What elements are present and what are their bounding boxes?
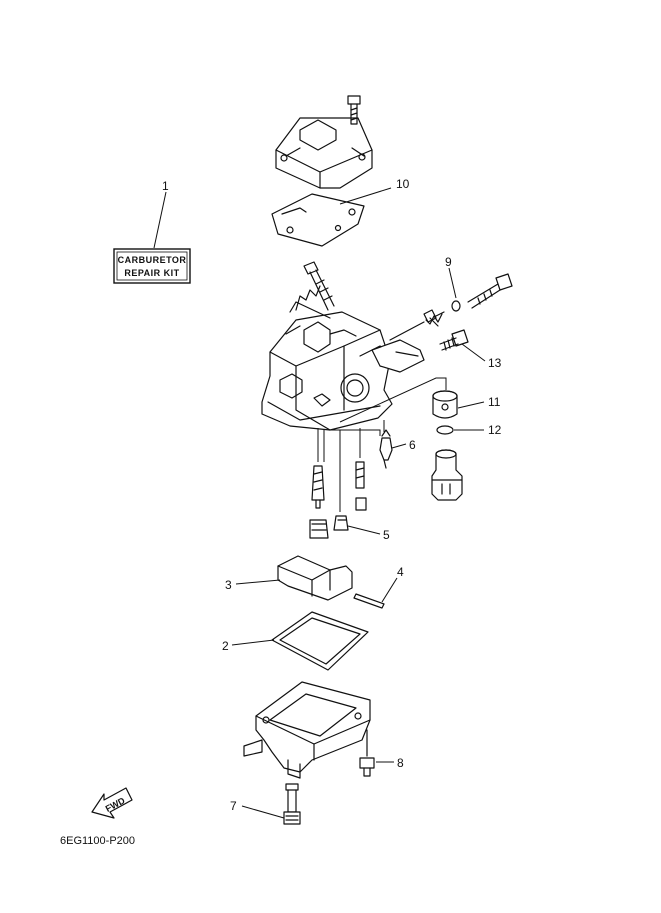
callout-2: 2 — [222, 639, 229, 653]
carburetor-body — [261, 285, 425, 431]
throttle-stop-screw — [389, 309, 445, 341]
part-9-oring — [451, 300, 461, 312]
part-12-oring — [436, 425, 454, 435]
callout-11: 11 — [488, 395, 501, 409]
main-jet-short — [355, 461, 365, 489]
repair-kit-line2: REPAIR KIT — [124, 268, 179, 278]
small-jet — [355, 497, 367, 511]
part-5-jet — [333, 515, 349, 531]
callout-1: 1 — [162, 179, 169, 193]
part-2-gasket — [271, 611, 369, 671]
callout-9: 9 — [445, 255, 452, 269]
part-11-collar — [432, 390, 458, 419]
main-nozzle — [431, 449, 463, 501]
top-cover — [275, 117, 373, 189]
part-4-float-pin — [353, 593, 385, 609]
repair-kit-line1: CARBURETOR — [118, 255, 187, 265]
assembly-leaders — [317, 377, 447, 512]
callout-5: 5 — [383, 528, 390, 542]
choke-screw — [303, 261, 335, 311]
part-3-float — [277, 555, 353, 601]
callout-10: 10 — [396, 177, 410, 191]
float-chamber — [243, 681, 371, 779]
fwd-arrow-icon: FWD — [91, 787, 133, 819]
callout-7: 7 — [230, 799, 237, 813]
top-cover-screw — [347, 95, 361, 125]
part-13-screw — [439, 329, 469, 351]
callout-12: 12 — [488, 423, 502, 437]
callout-leaders — [153, 187, 486, 819]
callout-6: 6 — [409, 438, 416, 452]
repair-kit-box: CARBURETOR REPAIR KIT — [113, 248, 191, 284]
diagram-code: 6EG1100-P200 — [60, 835, 135, 847]
top-gasket — [271, 193, 365, 247]
callout-3: 3 — [225, 578, 232, 592]
callout-numbers: 1 10 9 13 11 12 6 5 4 3 2 8 7 — [162, 177, 502, 813]
part-8-screw — [359, 729, 375, 777]
callout-4: 4 — [397, 565, 404, 579]
needle-valve — [467, 273, 513, 309]
callout-13: 13 — [488, 356, 502, 370]
jet-holder — [309, 519, 329, 539]
part-7-drain-screw — [283, 783, 301, 825]
main-jet-long — [311, 465, 325, 509]
part-6-float-needle — [379, 429, 393, 469]
callout-8: 8 — [397, 756, 404, 770]
